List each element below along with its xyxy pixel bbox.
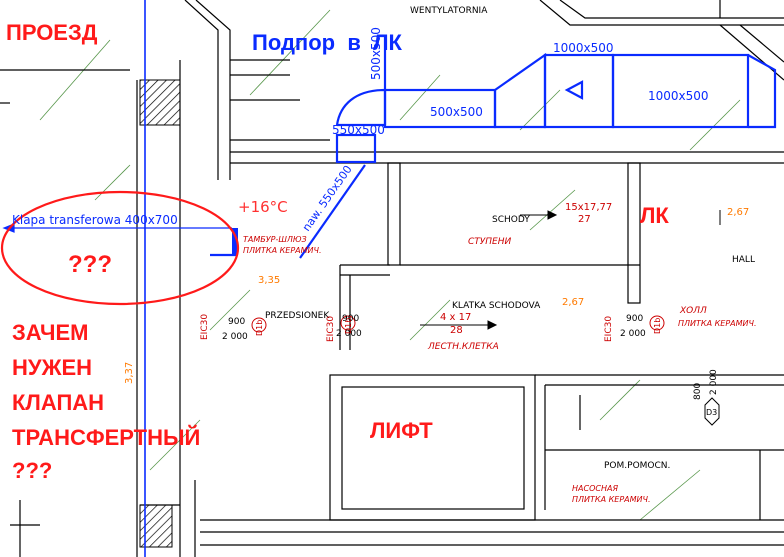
room-pompomocn: POM.POMOCN.	[604, 461, 670, 471]
door2-width: 900	[342, 314, 359, 324]
room-nasosnaya: НАСОСНАЯ	[572, 484, 618, 493]
stair-count: 27	[578, 214, 591, 225]
stair-arrows	[420, 210, 721, 330]
label-temperature: +16°C	[238, 198, 288, 216]
background-hatch-lines	[39, 9, 741, 521]
door1-height: 2 000	[222, 332, 248, 342]
room-holl: ХОЛЛ	[679, 306, 707, 316]
door3-code: EIC30	[604, 316, 614, 342]
duct-label-klapa: Klapa transferowa 400x700	[12, 213, 178, 227]
level-335: 3,35	[258, 275, 280, 286]
duct-label-500-horizontal: 500x500	[430, 105, 483, 119]
highlight-ellipse	[0, 190, 240, 306]
level-267b: 2,67	[562, 297, 584, 308]
flight-count: 28	[450, 325, 463, 336]
label-podpor: Подпор в ЛК	[252, 30, 403, 55]
duct-label-1000-main: 1000x500	[648, 89, 709, 103]
room-holl-tile: ПЛИТКА КЕРАМИЧ.	[678, 319, 757, 328]
label-question-marks: ???	[68, 251, 112, 278]
door-symbols	[251, 315, 720, 426]
door1-tag: D1b	[255, 320, 264, 336]
room-tambur-2: ПЛИТКА КЕРАМИЧ.	[243, 246, 322, 255]
label-why-1: ЗАЧЕМ	[12, 320, 88, 345]
door2-height: 2 000	[336, 329, 362, 339]
duct-label-500-vertical: 500x500	[369, 27, 383, 80]
door3-height: 2 000	[620, 329, 646, 339]
room-wentylatornia: WENTYLATORNIA	[410, 6, 488, 16]
room-klatka: KLATKA SCHODOVA	[452, 301, 541, 311]
door4-width: 800	[693, 383, 703, 400]
door3-tag: D1b	[653, 318, 662, 334]
label-why-5: ???	[12, 458, 52, 483]
room-przedsionek: PRZEDSIONEK	[265, 311, 330, 321]
label-lift: ЛИФТ	[370, 418, 433, 443]
door2-code: EIC30	[326, 316, 336, 342]
transfer-damper	[232, 228, 238, 256]
room-stupeni: СТУПЕНИ	[468, 237, 511, 247]
stair-dims: 15x17,77	[565, 202, 612, 213]
door4-tag: D3	[706, 408, 717, 417]
label-why-2: НУЖЕН	[12, 355, 92, 380]
flight-dims: 4 x 17	[440, 312, 471, 323]
room-schody: SCHODY	[492, 215, 530, 225]
duct-label-1000-top: 1000x500	[553, 41, 614, 55]
label-why-4: ТРАНСФЕРТНЫЙ	[12, 425, 200, 450]
door1-width: 900	[228, 317, 245, 327]
label-why-3: КЛАПАН	[12, 390, 104, 415]
room-nasosnaya-tile: ПЛИТКА КЕРАМИЧ.	[572, 495, 651, 504]
door4-height: 2 000	[709, 369, 719, 395]
door2-tag: D1b	[344, 318, 353, 334]
duct-label-550: 550x500	[332, 123, 385, 137]
door1-code: EIC30	[200, 314, 210, 340]
room-tambur-1: ТАМБУР-ШЛЮЗ	[243, 235, 307, 244]
door3-width: 900	[626, 314, 643, 324]
side-dim-337: 3,37	[124, 362, 135, 384]
duct-system	[210, 35, 777, 259]
label-proezd: ПРОЕЗД	[6, 20, 98, 45]
level-267a: 2,67	[727, 207, 749, 218]
room-hall: HALL	[732, 255, 755, 265]
hatched-column-top	[139, 79, 181, 126]
room-lestnichnaya: ЛЕСТН.КЛЕТКА	[427, 342, 499, 352]
duct-label-naw: naw. 550x500	[300, 163, 355, 234]
label-lk: ЛК	[640, 203, 669, 228]
